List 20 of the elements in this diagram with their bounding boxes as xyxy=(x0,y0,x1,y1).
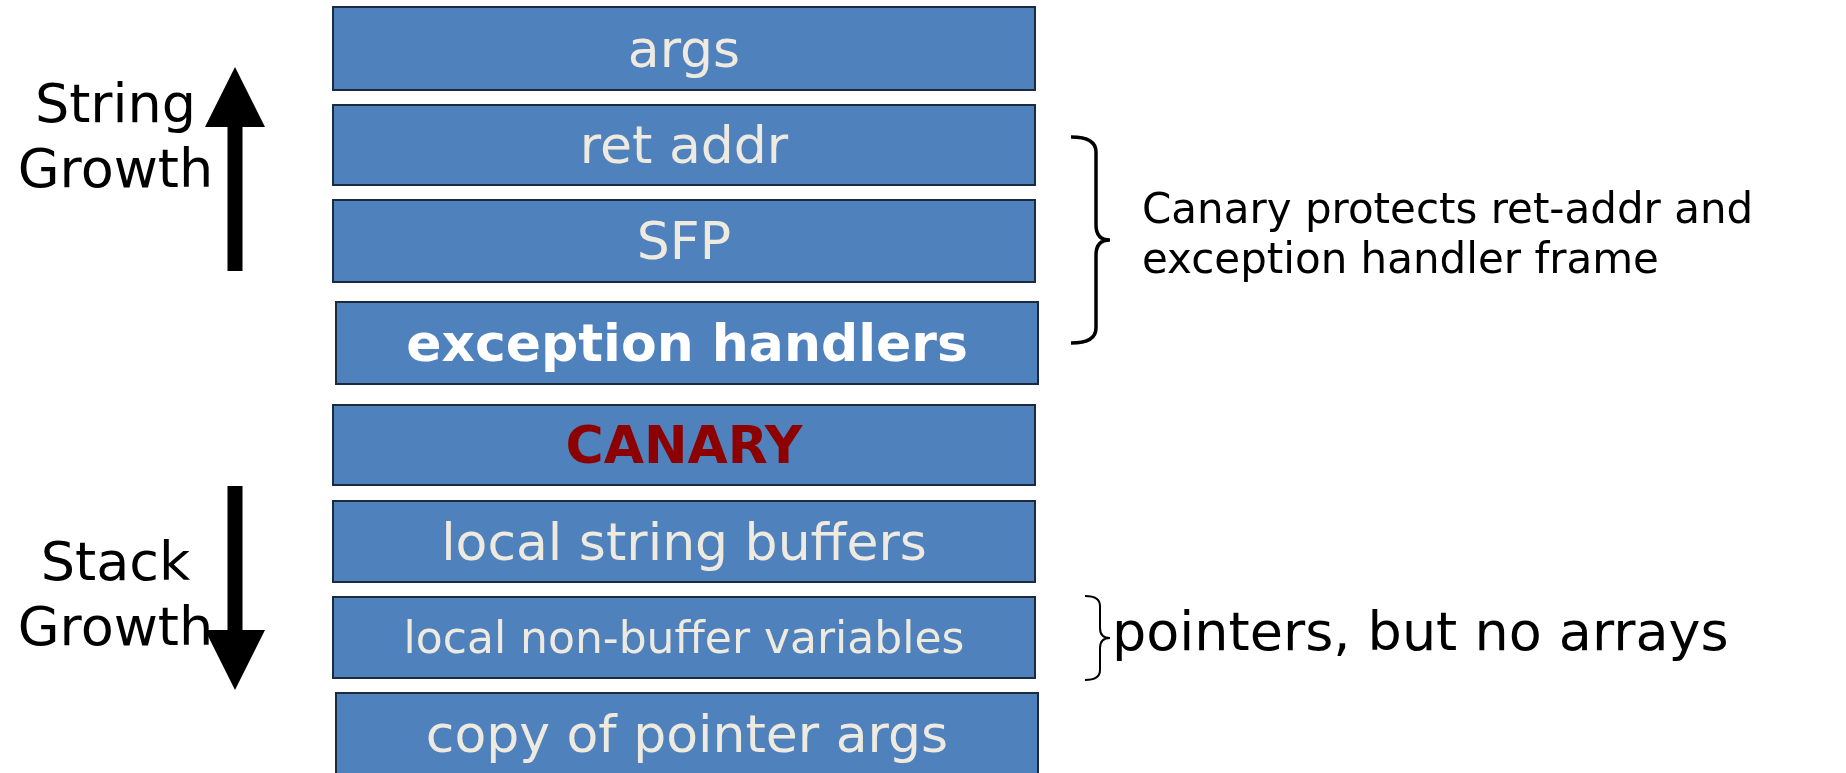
box-label: local string buffers xyxy=(441,511,927,572)
annotation-text: Canary protects ret-addr and exception handler frame xyxy=(1142,184,1755,285)
stack-frame-box xyxy=(332,404,1036,486)
stack-frame-box xyxy=(332,6,1036,91)
stack-frame-box xyxy=(335,692,1039,773)
stack-frame-box xyxy=(332,199,1036,283)
box-label: CANARY xyxy=(565,415,803,475)
box-label: SFP xyxy=(636,211,732,271)
stack-frame-box xyxy=(332,500,1036,583)
box-label: exception handlers xyxy=(406,313,968,373)
stack-frame-box xyxy=(332,104,1036,186)
stack-frame-box xyxy=(332,596,1036,679)
box-label: local non-buffer variables xyxy=(403,612,965,663)
box-label: args xyxy=(627,18,741,79)
box-label: ret addr xyxy=(579,115,789,175)
stack-frame-box xyxy=(335,301,1039,385)
box-label: copy of pointer args xyxy=(425,703,949,764)
annotation-text: pointers, but no arrays xyxy=(1112,600,1729,665)
axis-label: Stack Growth xyxy=(16,530,215,660)
axis-label: String Growth xyxy=(16,72,215,202)
